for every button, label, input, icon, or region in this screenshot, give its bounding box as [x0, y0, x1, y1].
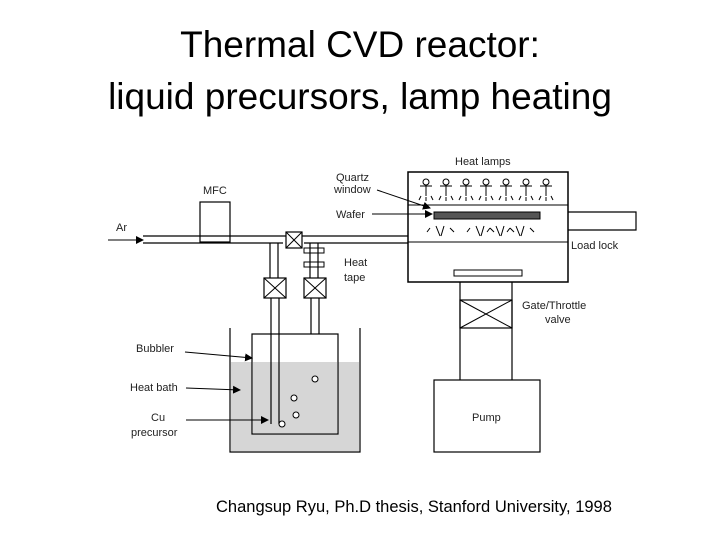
label-gate-valve-2: valve — [545, 314, 571, 326]
heat-lamps — [418, 178, 554, 201]
label-ar: Ar — [116, 222, 127, 234]
label-wafer: Wafer — [336, 209, 365, 221]
heat-lamp-icon — [478, 178, 494, 201]
gas-flow-mark — [506, 225, 535, 237]
label-gate-valve-1: Gate/Throttle — [522, 300, 586, 312]
gas-flow-mark — [486, 225, 515, 237]
heat-lamp-icon — [418, 178, 434, 201]
heat-lamp-icon — [518, 178, 534, 201]
label-heat-bath: Heat bath — [130, 382, 178, 394]
label-bubbler: Bubbler — [136, 343, 174, 355]
heat-lamp-icon — [458, 178, 474, 201]
gas-flow-mark — [466, 225, 495, 237]
label-cu-precursor-2: precursor — [131, 427, 178, 439]
label-quartz-window-2: window — [333, 184, 371, 196]
title-line-1: Thermal CVD reactor: — [180, 24, 540, 65]
label-cu-precursor-1: Cu — [151, 412, 165, 424]
heat-lamp-icon — [498, 178, 514, 201]
heat-lamp-icon — [438, 178, 454, 201]
gas-flow-mark — [426, 225, 455, 237]
heat-lamp-icon — [538, 178, 554, 201]
load-lock-tube — [568, 211, 637, 231]
wafer — [433, 211, 541, 220]
label-quartz-window-1: Quartz — [336, 172, 369, 184]
bubbles — [278, 375, 319, 428]
label-heat-lamps: Heat lamps — [455, 156, 511, 168]
label-heat-tape-2: tape — [344, 272, 365, 284]
label-mfc: MFC — [203, 185, 227, 197]
pump — [433, 379, 541, 453]
label-pump: Pump — [472, 412, 501, 424]
reactor-chamber — [407, 171, 569, 283]
credit-citation: Changsup Ryu, Ph.D thesis, Stanford Univ… — [216, 498, 612, 516]
label-heat-tape-1: Heat — [344, 257, 367, 269]
susceptor — [453, 269, 523, 277]
title-line-2: liquid precursors, lamp heating — [108, 76, 612, 117]
gas-flow-marks — [426, 225, 535, 237]
label-load-lock: Load lock — [571, 240, 619, 252]
mfc-box — [199, 201, 231, 243]
